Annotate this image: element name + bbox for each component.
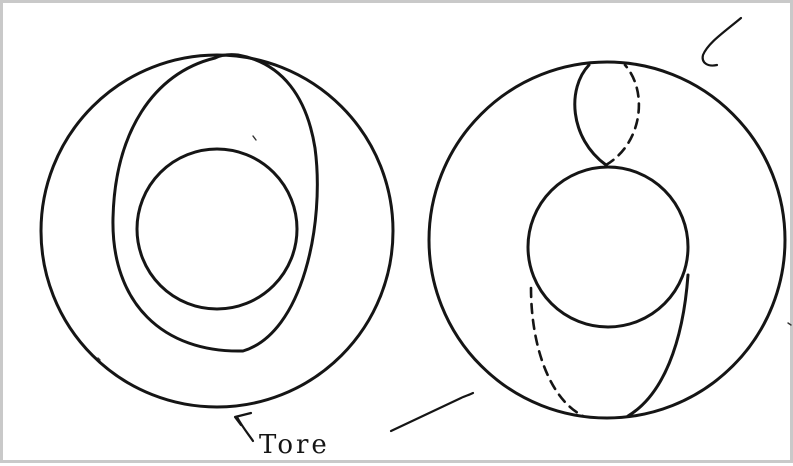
torus-left-inner-circle: [137, 149, 297, 309]
torus-right-outer-circle: [429, 62, 785, 418]
torus-left-meridian-loop: [113, 55, 317, 351]
torus-left-speck: [253, 136, 256, 140]
torus-right-lower-arc-front: [628, 275, 688, 416]
torus-right-upper-loop-front: [575, 65, 606, 165]
label-hook-stroke: [235, 413, 253, 441]
torus-left: [41, 55, 393, 407]
top-right-pointer-stroke: [703, 18, 741, 66]
right-edge-mark: [788, 323, 791, 325]
torus-right-inner-circle: [528, 167, 688, 327]
label-pointer-line: [391, 393, 473, 431]
torus-sketch: Tore: [3, 3, 793, 466]
torus-left-outer-circle: [41, 55, 393, 407]
torus-right: [429, 62, 785, 418]
torus-right-upper-loop-back: [606, 65, 639, 165]
figure-label: Tore: [259, 430, 330, 460]
